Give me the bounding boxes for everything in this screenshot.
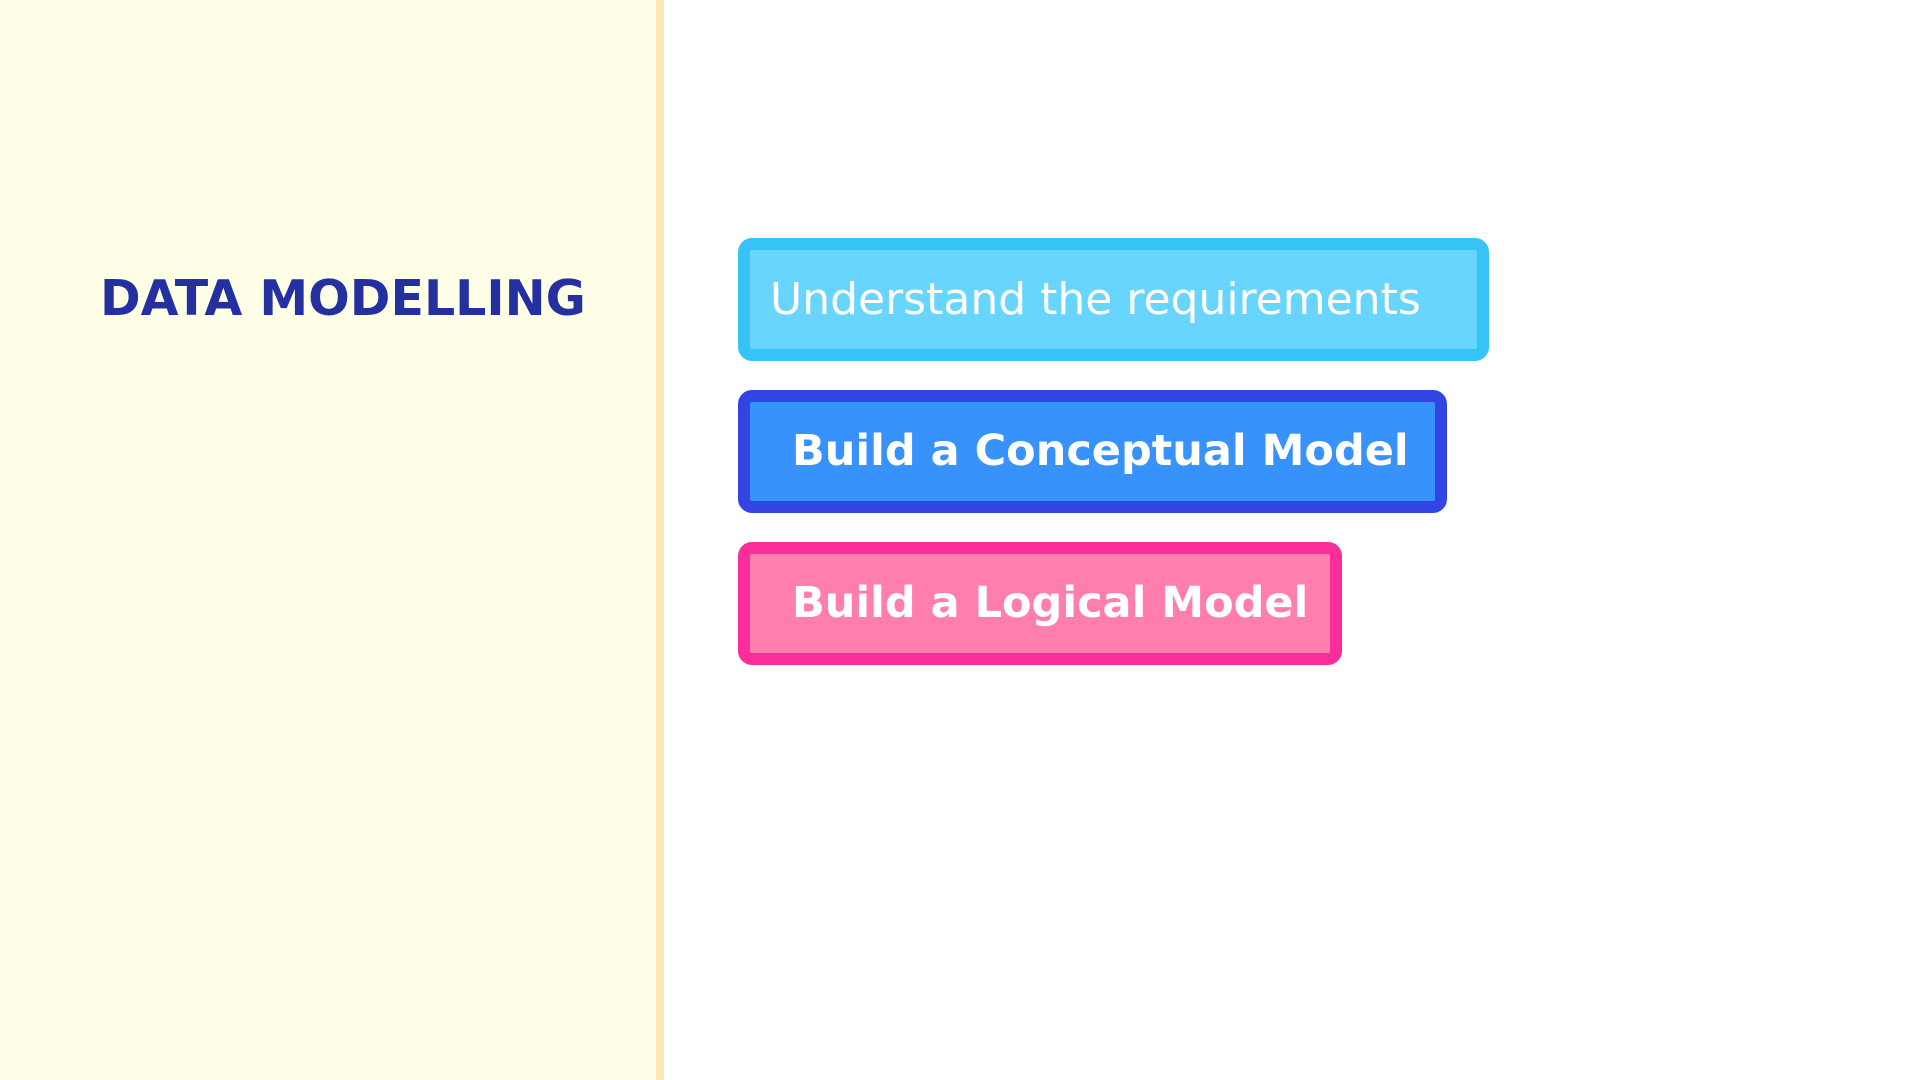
- step-understand-requirements: Understand the requirements: [738, 238, 1489, 361]
- slide-title: DATA MODELLING: [100, 270, 586, 327]
- left-panel: DATA MODELLING: [0, 0, 656, 1080]
- step-label: Understand the requirements: [770, 273, 1421, 325]
- step-label: Build a Conceptual Model: [792, 426, 1409, 476]
- step-conceptual-model: Build a Conceptual Model: [738, 390, 1447, 513]
- step-logical-model: Build a Logical Model: [738, 542, 1342, 665]
- step-label: Build a Logical Model: [792, 578, 1309, 628]
- panel-divider: [656, 0, 664, 1080]
